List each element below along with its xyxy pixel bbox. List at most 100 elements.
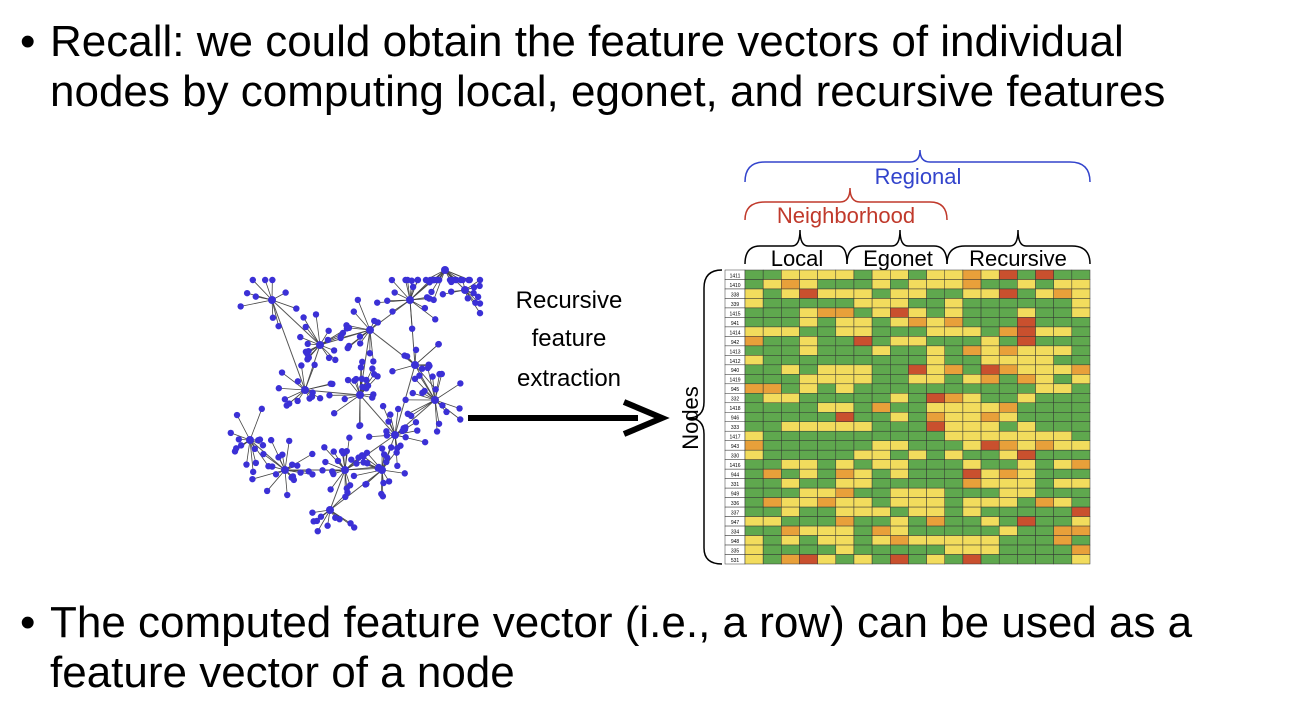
feature-cell <box>817 355 837 366</box>
graph-node <box>304 356 311 363</box>
feature-cell <box>799 449 818 460</box>
feature-cell <box>799 307 818 318</box>
feature-cell <box>1017 336 1036 347</box>
feature-cell <box>908 345 927 356</box>
feature-cell <box>744 459 764 470</box>
feature-cell <box>944 544 964 555</box>
feature-cell <box>871 307 891 318</box>
feature-cell <box>853 317 873 328</box>
feature-cell <box>781 506 800 517</box>
feature-cell <box>1053 269 1073 280</box>
feature-cell <box>908 535 927 546</box>
graph-edge <box>394 434 426 443</box>
graph-edge <box>247 292 273 301</box>
feature-extraction-figure: Recursive feature extraction Regional Ne… <box>227 149 1091 565</box>
feature-cell <box>1035 525 1054 536</box>
feature-cell <box>962 544 982 555</box>
graph-edge <box>407 399 436 415</box>
feature-cell <box>799 440 818 451</box>
feature-cell <box>944 279 964 290</box>
graph-edge <box>409 281 430 301</box>
feature-cell <box>998 355 1018 366</box>
feature-cell <box>980 525 1000 536</box>
feature-cell <box>853 478 873 489</box>
feature-cell <box>744 487 764 498</box>
graph-node <box>336 515 343 523</box>
feature-cell <box>980 279 1000 290</box>
feature-cell <box>1071 288 1091 299</box>
feature-cell <box>781 525 800 536</box>
feature-cell <box>944 307 964 318</box>
graph-node <box>476 282 483 290</box>
graph-edge <box>304 383 331 391</box>
feature-cell <box>1071 412 1091 422</box>
feature-cell <box>817 440 837 451</box>
feature-cell <box>744 307 764 318</box>
feature-cell <box>1053 288 1073 299</box>
graph-edge <box>240 299 273 307</box>
row-id-label: 940 <box>731 368 740 374</box>
graph-node <box>402 396 409 404</box>
feature-cell <box>817 468 837 479</box>
feature-cell <box>744 345 764 356</box>
graph-node <box>325 354 333 362</box>
feature-cell <box>890 535 909 546</box>
feature-cell <box>890 345 909 356</box>
feature-cell <box>835 393 855 404</box>
graph-node <box>422 276 430 284</box>
feature-cell <box>781 383 800 394</box>
feature-cell <box>853 307 873 318</box>
graph-node <box>457 416 464 423</box>
feature-cell <box>1053 516 1073 527</box>
graph-node <box>285 400 293 407</box>
feature-cell <box>980 430 1000 441</box>
feature-cell <box>1035 430 1054 441</box>
graph-node <box>297 333 304 341</box>
feature-cell <box>998 497 1018 508</box>
graph-edge <box>344 466 379 471</box>
feature-cell <box>962 279 982 290</box>
feature-cell <box>962 468 982 479</box>
feature-cell <box>1017 364 1036 375</box>
row-id-label: 1419 <box>729 378 740 384</box>
feature-cell <box>962 487 982 498</box>
feature-cell <box>944 430 964 441</box>
feature-cell <box>744 298 764 309</box>
graph-node <box>310 518 317 525</box>
feature-cell <box>1071 326 1091 337</box>
graph-node <box>341 395 348 403</box>
feature-cell <box>799 535 818 546</box>
graph-node <box>326 392 333 399</box>
feature-cell <box>908 516 927 527</box>
feature-cell <box>871 544 891 555</box>
graph-node <box>309 509 316 516</box>
graph-node <box>359 383 366 391</box>
feature-cell <box>781 336 800 347</box>
feature-cell <box>871 393 891 404</box>
feature-cell <box>944 516 964 527</box>
feature-cell <box>926 355 945 366</box>
feature-cell <box>1071 487 1091 498</box>
feature-cell <box>1017 374 1036 385</box>
feature-cell <box>744 336 764 347</box>
feature-cell <box>944 364 964 375</box>
feature-cell <box>1071 506 1091 517</box>
feature-cell <box>817 364 837 375</box>
feature-cell <box>926 430 945 441</box>
graph-node <box>298 362 305 369</box>
feature-cell <box>762 516 782 527</box>
graph-node <box>347 520 354 527</box>
feature-cell <box>817 449 837 460</box>
feature-cell <box>744 393 764 404</box>
feature-cell <box>1017 440 1036 451</box>
feature-cell <box>817 345 837 356</box>
feature-cell <box>853 487 873 498</box>
feature-cell <box>835 345 855 356</box>
feature-cell <box>1071 307 1091 318</box>
feature-cell <box>998 345 1018 356</box>
feature-cell <box>799 430 818 441</box>
feature-cell <box>944 374 964 385</box>
graph-node <box>338 448 346 455</box>
feature-cell <box>835 449 855 460</box>
feature-cell <box>926 487 945 498</box>
